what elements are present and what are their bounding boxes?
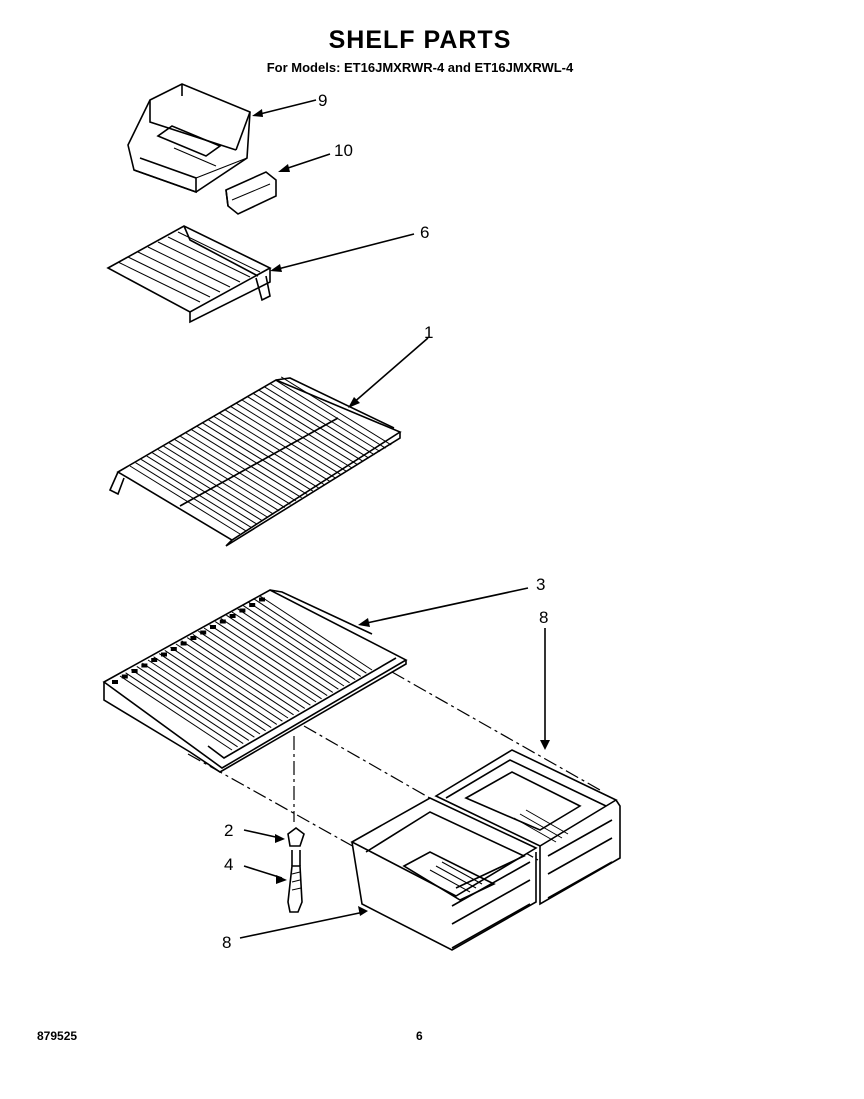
wire-bar <box>174 439 286 509</box>
wire-bar <box>181 640 294 716</box>
part-10-bin-clip <box>225 171 277 215</box>
wire-bar <box>264 386 375 456</box>
wire-bar <box>153 656 266 732</box>
wire-bar <box>269 383 381 452</box>
wire-bar <box>196 425 308 495</box>
callout-4: 4 <box>224 855 233 874</box>
callout-1: 1 <box>424 323 433 342</box>
wire-bar <box>130 669 244 745</box>
part-4-adjuster-screw <box>287 850 303 913</box>
wire-bar <box>136 665 250 741</box>
shelf-vent-slot <box>131 669 138 673</box>
wire-bar <box>248 601 362 677</box>
models-subtitle: For Models: ET16JMXRWR-4 and ET16JMXRWL-… <box>266 60 574 75</box>
wire-bar <box>214 621 328 697</box>
wire-bar <box>220 617 334 693</box>
wire-bar <box>129 465 241 535</box>
callout-2: 2 <box>224 821 233 840</box>
shelf-vent-slot <box>161 652 167 657</box>
page-title: SHELF PARTS <box>328 26 512 54</box>
part-8-front-crisper <box>350 797 538 951</box>
wire-bar <box>203 627 317 703</box>
shelf-vent-slot <box>249 603 256 607</box>
wire-bar <box>157 449 269 518</box>
shelf-vent-slot <box>210 625 216 629</box>
wire-bar <box>230 406 342 476</box>
shelf-vent-slot <box>112 680 118 684</box>
shelf-vent-slot <box>259 597 265 602</box>
shelf-vent-slot <box>239 608 246 613</box>
wire-bar <box>185 432 297 502</box>
wire-bar <box>146 455 258 525</box>
wire-bar <box>247 396 358 466</box>
wire-bar <box>202 422 314 492</box>
wire-bar <box>164 649 278 725</box>
part-3-crisper-cover-shelf <box>102 589 408 773</box>
wire-bar <box>219 412 330 482</box>
shelf-vent-slot <box>141 663 148 668</box>
wire-bar <box>231 611 345 687</box>
wire-bar <box>163 445 274 515</box>
wire-bar <box>186 637 300 713</box>
shelf-vent-slot <box>229 614 236 618</box>
wire-bar <box>168 442 280 512</box>
wire-bar <box>140 458 252 528</box>
wire-bar <box>237 608 350 684</box>
wire-bar <box>236 402 347 472</box>
shelf-vent-slot <box>121 674 128 679</box>
wire-bar <box>224 409 336 479</box>
callout-6: 6 <box>420 223 429 242</box>
wire-bar <box>119 675 233 751</box>
part-2-adjuster-cap <box>287 827 305 847</box>
wire-bar <box>192 633 306 709</box>
shelf-vent-slot <box>190 636 197 640</box>
wire-bar <box>226 614 339 690</box>
callout-9: 9 <box>318 91 327 110</box>
wire-bar <box>180 435 291 505</box>
wire-bar <box>213 416 325 485</box>
wire-bar <box>125 672 238 748</box>
wire-bar <box>158 653 272 729</box>
wire-bar <box>254 598 367 674</box>
wire-bar <box>191 429 302 499</box>
part-1-large-wire-shelf <box>108 376 402 547</box>
shelf-vent-slot <box>180 641 187 646</box>
wire-bar <box>208 419 319 489</box>
wire-bar <box>209 624 322 700</box>
callout-8-rear: 8 <box>539 608 548 627</box>
part-6-small-wire-shelf <box>106 225 272 324</box>
callout-3: 3 <box>536 575 545 594</box>
shelf-vent-slot <box>219 619 226 624</box>
document-number: 879525 <box>37 1029 78 1043</box>
wire-bar <box>241 399 353 469</box>
wire-bar <box>175 643 289 719</box>
wire-bar <box>258 389 370 459</box>
shelf-vent-slot <box>170 647 177 651</box>
callout-10: 10 <box>334 141 353 160</box>
wire-bar <box>147 659 261 735</box>
wire-bar <box>259 595 373 671</box>
part-9-door-bin <box>127 83 251 194</box>
wire-bar <box>142 662 255 738</box>
shelf-vent-slot <box>151 658 158 662</box>
page-number: 6 <box>416 1029 423 1043</box>
wire-bar <box>280 376 392 446</box>
wire-bar <box>242 605 356 681</box>
wire-bar <box>135 462 246 532</box>
shelf-vent-slot <box>200 630 207 635</box>
wire-bar <box>152 452 263 522</box>
assembly-lines <box>187 671 601 861</box>
wire-bar <box>170 646 283 722</box>
wire-bar <box>198 630 311 706</box>
wire-bar <box>252 392 364 462</box>
part-8-rear-crisper <box>434 749 621 906</box>
wire-bar <box>275 379 386 449</box>
callout-8-front: 8 <box>222 933 231 952</box>
